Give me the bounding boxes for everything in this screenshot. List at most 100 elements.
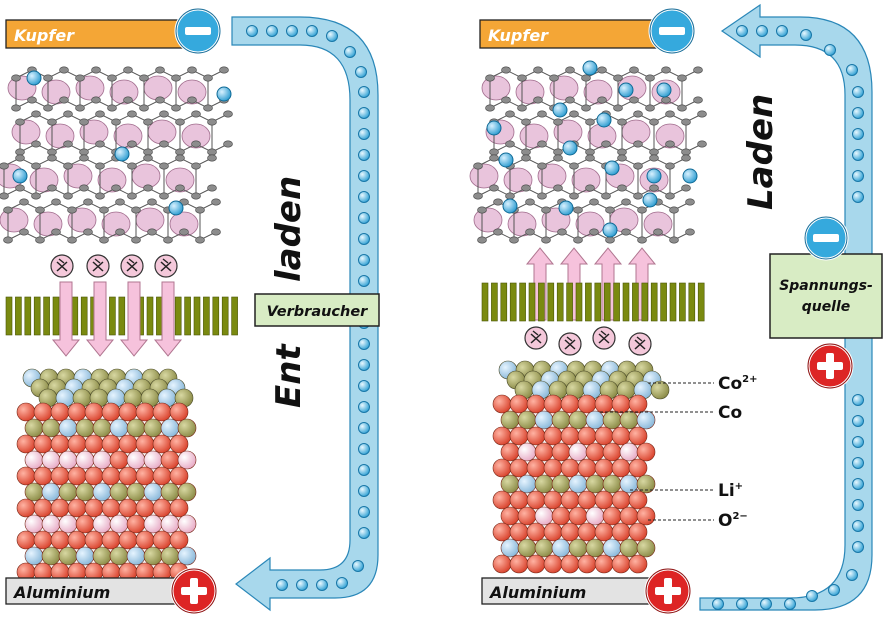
graphite-ring bbox=[67, 207, 97, 233]
cathode-atom bbox=[135, 434, 155, 454]
cathode-atom bbox=[568, 442, 588, 462]
electron-dot bbox=[784, 598, 796, 610]
carbon-atom bbox=[661, 96, 671, 104]
electron-dot bbox=[316, 579, 328, 591]
cathode-atom bbox=[16, 498, 36, 518]
electron-dot bbox=[776, 25, 788, 37]
carbon-atom bbox=[601, 140, 611, 148]
carbon-atom bbox=[569, 162, 579, 170]
separator-bar bbox=[71, 296, 79, 336]
cathode-atom bbox=[577, 458, 597, 478]
carbon-atom bbox=[633, 140, 643, 148]
electron-dot bbox=[852, 128, 864, 140]
cathode-atom bbox=[619, 410, 639, 430]
carbon-atom bbox=[179, 228, 189, 236]
cathode-atom bbox=[50, 530, 70, 550]
cathode-atom bbox=[84, 402, 104, 422]
carbon-atom bbox=[669, 206, 679, 214]
carbon-atom bbox=[509, 236, 519, 244]
electron-dot bbox=[852, 457, 864, 469]
carbon-atom bbox=[585, 148, 595, 156]
cathode-atom bbox=[160, 418, 180, 438]
cathode-atom bbox=[585, 442, 605, 462]
cathode-atom bbox=[33, 434, 53, 454]
electron-dot bbox=[358, 464, 370, 476]
separator-bar bbox=[566, 282, 573, 322]
carbon-atom bbox=[553, 148, 563, 156]
separator-bar bbox=[585, 282, 592, 322]
left-panel: Kupfer Aluminium Ent bbox=[0, 7, 380, 615]
cathode-atom bbox=[534, 506, 554, 526]
left-process-label-laden: laden bbox=[269, 176, 309, 282]
cathode-atom bbox=[619, 442, 639, 462]
carbon-atom bbox=[493, 198, 503, 206]
cathode-atom bbox=[24, 418, 44, 438]
carbon-atom bbox=[43, 104, 53, 112]
carbon-atom bbox=[557, 228, 567, 236]
cathode-atom bbox=[118, 402, 138, 422]
cathode-atom bbox=[16, 402, 36, 422]
carbon-atom bbox=[665, 140, 675, 148]
carbon-atom bbox=[79, 184, 89, 192]
carbon-atom bbox=[15, 118, 25, 126]
carbon-atom bbox=[203, 104, 213, 112]
electron-dot bbox=[352, 560, 364, 572]
electron-symbol bbox=[58, 258, 65, 264]
carbon-atom bbox=[43, 74, 53, 82]
right-aluminium-label: Aluminium bbox=[488, 583, 586, 602]
carbon-atom bbox=[677, 74, 687, 82]
carbon-atom bbox=[501, 66, 511, 74]
electron-dot bbox=[824, 44, 836, 56]
carbon-atom bbox=[51, 198, 61, 206]
carbon-atom bbox=[79, 154, 89, 162]
plus-icon bbox=[655, 578, 681, 604]
lithium-atom bbox=[558, 200, 574, 216]
graphite-ring bbox=[481, 75, 511, 101]
separator-bar bbox=[632, 282, 639, 322]
carbon-atom bbox=[685, 198, 695, 206]
electron-symbol bbox=[160, 261, 172, 272]
cathode-atom bbox=[492, 458, 512, 478]
electron-dot bbox=[846, 569, 858, 581]
cathode-atom bbox=[101, 498, 121, 518]
cathode-atom bbox=[152, 434, 172, 454]
left-aluminium-bar bbox=[5, 577, 177, 605]
carbon-atom bbox=[489, 184, 499, 192]
separator-bar bbox=[43, 296, 50, 336]
carbon-atom bbox=[665, 192, 675, 200]
cathode-atom bbox=[577, 426, 597, 446]
cathode-atom bbox=[543, 554, 563, 574]
separator-bar bbox=[24, 296, 32, 336]
carbon-atom bbox=[697, 110, 707, 118]
carbon-atom bbox=[127, 192, 137, 200]
carbon-atom bbox=[123, 66, 133, 74]
cathode-atom bbox=[160, 450, 180, 470]
right-copper-bar bbox=[479, 19, 659, 49]
cathode-atom bbox=[492, 554, 512, 574]
cathode-atom bbox=[628, 458, 648, 478]
cathode-atom bbox=[636, 506, 656, 526]
separator-bar bbox=[641, 282, 649, 322]
carbon-atom bbox=[3, 206, 13, 214]
cathode-atom bbox=[568, 506, 588, 526]
graphite-ring bbox=[549, 75, 579, 101]
carbon-atom bbox=[649, 118, 659, 126]
electron-dot bbox=[358, 212, 370, 224]
separator-bar bbox=[52, 296, 60, 336]
right-plus-terminal bbox=[644, 567, 692, 615]
cathode-atom bbox=[628, 426, 648, 446]
cathode-atom bbox=[560, 554, 580, 574]
carbon-atom bbox=[585, 184, 595, 192]
graphite-ring bbox=[655, 123, 685, 149]
source-minus-terminal bbox=[803, 215, 849, 261]
cathode-atom bbox=[84, 498, 104, 518]
cathode-atom bbox=[500, 506, 520, 526]
cathode-atom bbox=[619, 506, 639, 526]
cathode-atom bbox=[560, 522, 580, 542]
electron-dot bbox=[760, 598, 772, 610]
electron-symbol bbox=[92, 261, 104, 272]
cathode-atom bbox=[152, 530, 172, 550]
cathode-atom bbox=[543, 458, 563, 478]
cathode-atom bbox=[628, 394, 648, 414]
carbon-atom bbox=[621, 198, 631, 206]
